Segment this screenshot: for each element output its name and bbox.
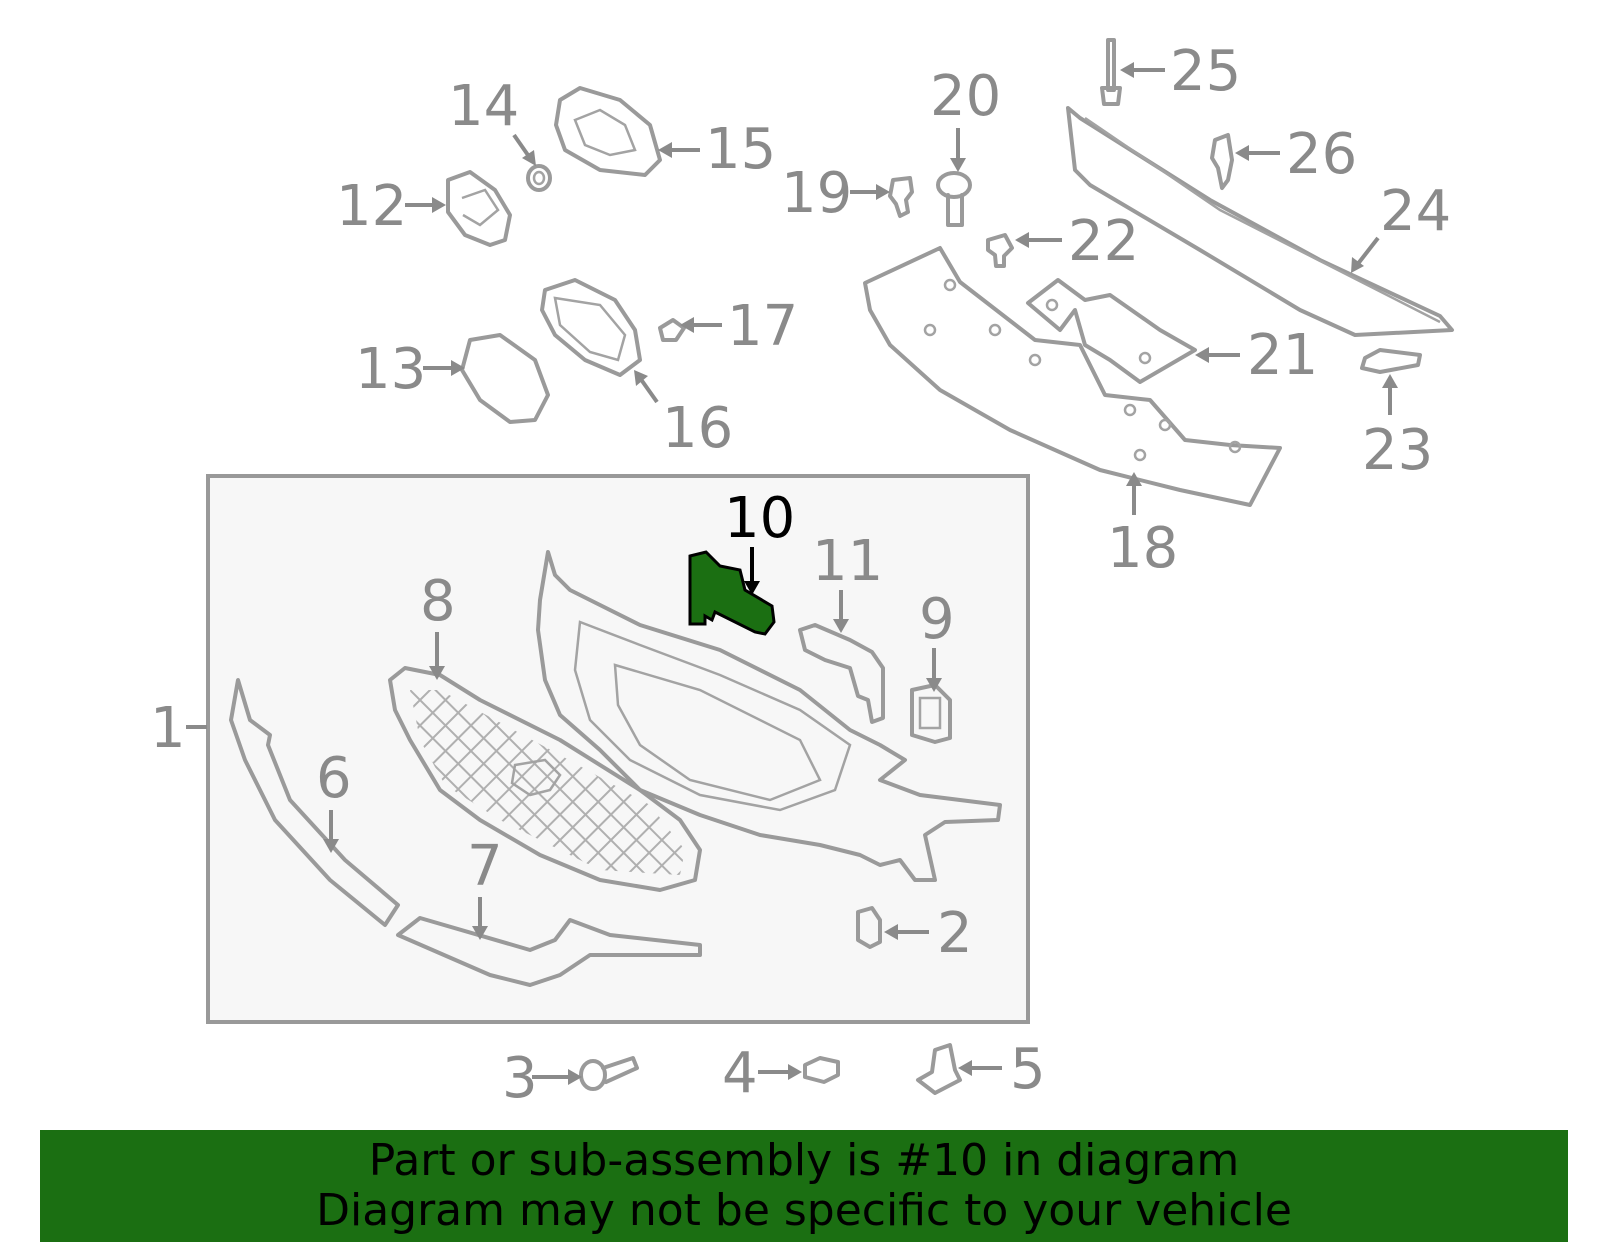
part-21-cover: [1026, 278, 1197, 384]
callout-22: 22: [1068, 209, 1139, 274]
callout-12: 12: [336, 174, 407, 239]
part-8-mesh-fill: [410, 690, 685, 875]
part-18-support-panel: [863, 246, 1282, 507]
callout-13: 13: [355, 337, 426, 402]
callout-2: 2: [937, 901, 973, 966]
part-10-highlighted-bracket: [688, 550, 776, 636]
part-23-clip: [1360, 348, 1422, 374]
callout-9: 9: [919, 587, 955, 652]
callout-21: 21: [1247, 323, 1318, 388]
callout-11: 11: [812, 529, 883, 594]
part-8-grille-mesh: [388, 666, 702, 892]
part-9-clip-inner: [918, 696, 942, 730]
part-25-bolt: [1100, 38, 1122, 106]
grille-frame: [536, 550, 1002, 882]
banner-line-2: Diagram may not be specific to your vehi…: [316, 1185, 1292, 1236]
callout-24: 24: [1380, 179, 1451, 244]
part-24-edge: [1084, 116, 1441, 324]
part-7-chrome-strip: [396, 916, 702, 987]
part-21-hole: [1045, 298, 1059, 312]
part-3-screw: [579, 1056, 639, 1091]
callout-8: 8: [420, 569, 456, 634]
part-24-upper-cover: [1066, 106, 1454, 337]
part-14-nut: [526, 164, 552, 192]
part-20-bolt: [936, 171, 972, 227]
callout-4: 4: [722, 1041, 758, 1106]
callout-6: 6: [316, 746, 352, 811]
part-13-cover: [460, 333, 550, 424]
part-4-clip: [803, 1056, 840, 1084]
part-19-clip: [888, 176, 914, 218]
leader-arrows: [186, 62, 1398, 1085]
part-18-holes: [923, 278, 1242, 462]
info-banner: Part or sub-assembly is #10 in diagram D…: [40, 1130, 1568, 1242]
part-15-emblem-housing: [554, 86, 662, 177]
callout-25: 25: [1170, 39, 1241, 104]
part-2-nut: [856, 906, 882, 949]
part-8-emblem-opening: [510, 758, 562, 797]
part-16-inner: [553, 296, 627, 362]
callout-17: 17: [727, 294, 798, 359]
part-15-emblem-mark: [573, 108, 637, 157]
callout-19: 19: [781, 161, 852, 226]
callout-3: 3: [502, 1046, 538, 1111]
callout-20: 20: [930, 64, 1001, 129]
grille-frame-slot: [613, 663, 822, 802]
part-16-emblem-frame: [540, 278, 642, 377]
callout-23: 23: [1362, 418, 1433, 483]
part-26-clip: [1210, 133, 1234, 190]
callout-15: 15: [705, 117, 776, 182]
callout-18: 18: [1107, 516, 1178, 581]
callout-1: 1: [150, 696, 186, 761]
part-22-clip: [986, 233, 1014, 268]
callout-14: 14: [448, 74, 519, 139]
part-21-hole-2: [1138, 351, 1152, 365]
callout-10: 10: [724, 486, 795, 551]
part-17-pin: [658, 318, 686, 342]
callout-5: 5: [1010, 1037, 1046, 1102]
callout-7: 7: [467, 834, 503, 899]
banner-line-1: Part or sub-assembly is #10 in diagram: [368, 1135, 1240, 1186]
callout-16: 16: [662, 396, 733, 461]
part-11-bracket: [798, 623, 885, 724]
part-5-bracket: [916, 1043, 962, 1095]
part-6-lower-trim: [229, 678, 400, 927]
grille-frame-inner: [573, 620, 852, 812]
part-12-emblem: [446, 170, 512, 247]
callout-26: 26: [1286, 122, 1357, 187]
part-12-emblem-mark: [461, 188, 500, 227]
